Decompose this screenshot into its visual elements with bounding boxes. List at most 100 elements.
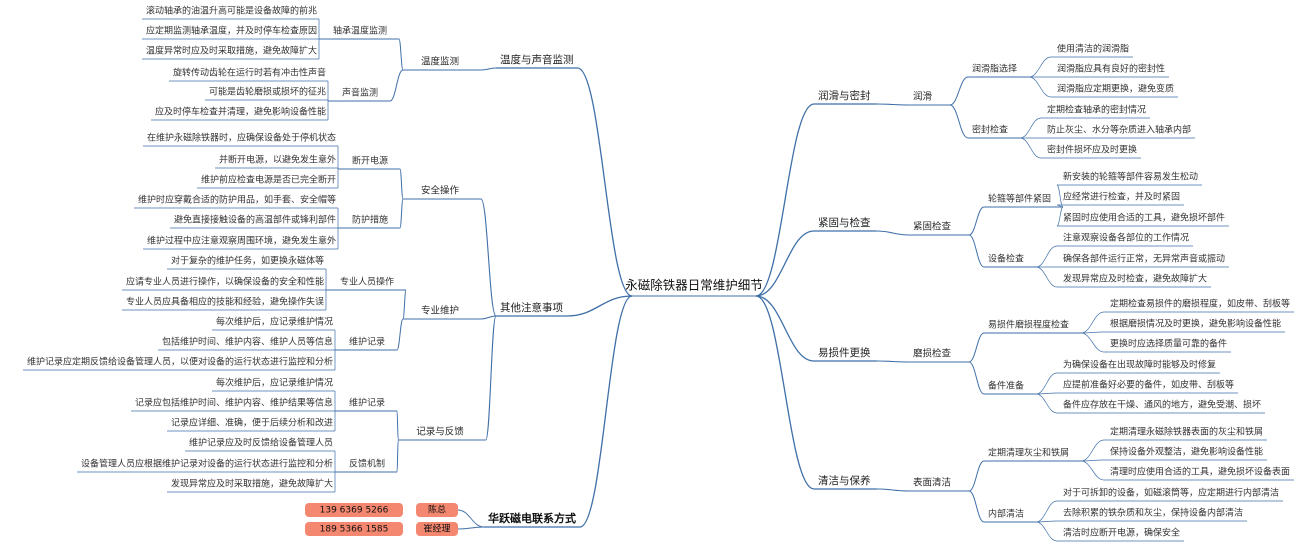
subtopic-0-0-0: 轴承温度监测	[333, 25, 387, 37]
leaf-note: 备件应存放在干燥、通风的地方，避免受潮、损坏	[1063, 399, 1261, 411]
contact-name: 崔经理	[423, 523, 450, 535]
connector	[1035, 521, 1058, 542]
leaf-note: 对于可拆卸的设备，如磁滚筒等，应定期进行内部清洁	[1063, 487, 1279, 499]
connector	[1035, 266, 1058, 288]
subtopic-0-0-1: 声音监测	[342, 87, 378, 99]
connector	[1035, 500, 1058, 523]
connector	[876, 230, 910, 236]
topic-0-0: 温度监测	[421, 56, 459, 68]
connector	[968, 490, 985, 523]
connector	[1035, 245, 1058, 268]
connector	[1056, 206, 1064, 227]
connector	[1035, 520, 1058, 523]
subtopic-1-0-1: 防护措施	[352, 214, 388, 226]
leaf-note: 定期清理永磁除铁器表面的灰尘和铁屑	[1110, 426, 1263, 438]
leaf-note: 新安装的轮箍等部件容易发生松动	[1063, 171, 1198, 183]
leaf-note: 为确保设备在出现故障时能够及时修复	[1063, 359, 1216, 371]
phone-pill	[305, 522, 403, 536]
connector	[402, 289, 407, 320]
connector	[968, 460, 985, 492]
connector	[399, 168, 404, 200]
connector	[1019, 137, 1042, 159]
connector	[876, 103, 910, 106]
leaf-note: 滚动轴承的油温升高可能是设备故障的前兆	[146, 5, 317, 17]
contact-phone: 189 5366 1585	[320, 525, 389, 535]
connector	[949, 76, 969, 106]
connector	[1028, 76, 1052, 98]
subtopic-1-2-1: 反馈机制	[349, 458, 385, 470]
subtopic-right-0-0: 润滑脂选择	[972, 63, 1017, 75]
connector	[1080, 459, 1105, 462]
connector	[396, 410, 399, 441]
branch-other-notes: 其他注意事项	[500, 301, 563, 314]
connector	[480, 315, 497, 320]
connector	[389, 69, 404, 102]
connector	[1019, 117, 1042, 139]
connector-lines	[23, 18, 1294, 542]
connector	[755, 230, 815, 297]
name-pill	[416, 522, 458, 536]
connector	[457, 526, 485, 530]
connector	[1056, 184, 1064, 208]
branch-right-3: 清洁与保养	[818, 474, 871, 487]
connector	[968, 234, 985, 268]
leaf-note: 维护时应穿戴合适的防护用品，如手套、安全帽等	[138, 194, 336, 206]
leaf-note: 在维护永磁除铁器时，应确保设备处于停机状态	[147, 132, 336, 144]
leaf-note: 避免直接接触设备的高温部件或锋利部件	[174, 214, 336, 226]
connector	[566, 295, 633, 317]
leaf-note: 紧固时应使用合适的工具，避免损坏部件	[1063, 212, 1225, 224]
leaf-note: 温度异常时应及时采取措施，避免故障扩大	[146, 45, 317, 57]
connector	[1080, 332, 1105, 353]
connector	[579, 295, 633, 528]
connector	[876, 488, 910, 492]
connector	[1080, 311, 1105, 334]
topic-1-1: 专业维护	[421, 305, 459, 317]
connector	[968, 332, 985, 363]
leaf-note: 润滑脂应定期更换，避免变质	[1057, 83, 1174, 95]
leaf-note: 清洁时应断开电源，确保安全	[1063, 527, 1180, 539]
leaf-note: 根据磨损情况及时更换，避免影响设备性能	[1110, 318, 1281, 330]
topic-1-0: 安全操作	[421, 185, 460, 197]
subtopic-right-2-1: 备件准备	[988, 380, 1024, 392]
leaf-note: 润滑脂应具有良好的密封性	[1057, 63, 1165, 75]
leaf-note: 每次维护后，应记录维护情况	[216, 377, 333, 389]
leaf-note: 并断开电源，以避免发生意外	[219, 154, 336, 166]
contact-name: 陈总	[428, 504, 446, 516]
leaf-note: 密封件损坏应及时更换	[1047, 144, 1137, 156]
subtopic-right-2-0: 易损件磨损程度检查	[988, 319, 1069, 331]
contact-phone: 139 6369 5266	[320, 506, 389, 516]
leaf-note: 包括维护时间、维护内容、维护人员等信息	[162, 336, 333, 348]
leaf-note: 应经常进行检查，并及时紧固	[1063, 191, 1180, 203]
connector	[480, 198, 497, 317]
connector	[968, 206, 985, 236]
subtopic-right-1-0: 轮箍等部件紧固	[988, 193, 1051, 205]
leaf-note: 设备管理人员应根据维护记录对设备的运行状态进行监控和分析	[81, 458, 333, 470]
connector	[1080, 331, 1105, 334]
leaf-note: 每次维护后，应记录维护情况	[216, 316, 333, 328]
connector	[457, 509, 485, 528]
topic-1-2: 记录与反馈	[416, 426, 464, 438]
name-pill	[416, 503, 458, 517]
topic-right-0: 润滑	[913, 91, 933, 103]
leaf-note: 维护记录应定期反馈给设备管理人员，以便对设备的运行状态进行监控和分析	[27, 356, 333, 368]
leaf-note: 维护过程中应注意观察周围环境，避免发生意外	[147, 235, 336, 247]
leaf-note: 应提前准备好必要的备件，如皮带、刮板等	[1063, 379, 1234, 391]
subtopic-1-2-0: 维护记录	[349, 397, 385, 409]
node-labels: 永磁除铁器日常维护细节 温度与声音监测 温度监测 轴承温度监测 滚动轴承的油温升高可能是…	[27, 5, 1290, 539]
leaf-note: 使用清洁的润滑脂	[1057, 43, 1129, 55]
leaf-note: 去除积累的铁杂质和灰尘，保持设备内部清洁	[1063, 507, 1243, 519]
root-node: 永磁除铁器日常维护细节	[625, 278, 763, 293]
connector	[577, 67, 633, 297]
branch-temperature-sound: 温度与声音监测	[500, 53, 574, 66]
connector	[1080, 460, 1105, 481]
topic-right-3: 表面清洁	[913, 477, 951, 489]
subtopic-right-3-0: 定期清理灰尘和铁屑	[988, 447, 1069, 459]
topic-right-2: 磨损检查	[913, 348, 952, 360]
subtopic-1-1-1: 维护记录	[349, 336, 385, 348]
leaf-note: 发现异常应及时检查，避免故障扩大	[1063, 273, 1207, 285]
subtopic-right-1-1: 设备检查	[988, 253, 1024, 265]
connector	[755, 295, 815, 362]
branch-contact-info: 华跃磁电联系方式	[488, 511, 576, 525]
leaf-note: 注意观察设备各部位的工作情况	[1063, 232, 1189, 244]
